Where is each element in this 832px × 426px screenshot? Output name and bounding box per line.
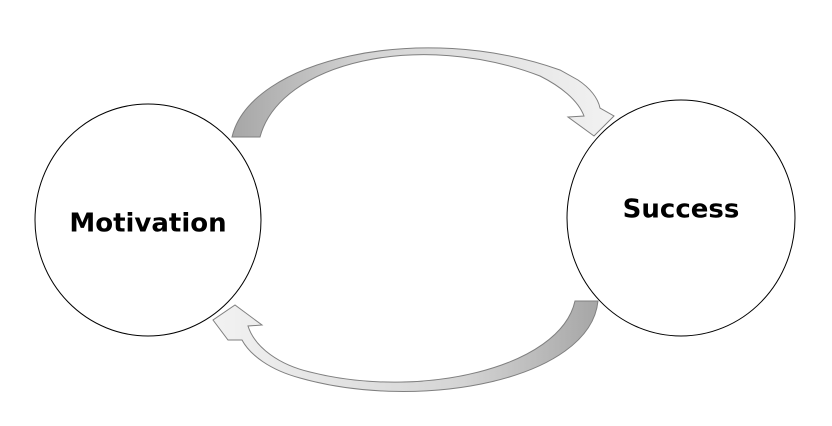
node-success: Success bbox=[566, 99, 796, 337]
success-circle bbox=[566, 99, 796, 337]
arrow-motivation-to-success bbox=[231, 47, 615, 138]
motivation-label: Motivation bbox=[69, 209, 226, 239]
success-label: Success bbox=[623, 195, 740, 225]
arrow-success-to-motivation bbox=[212, 300, 599, 392]
motivation-circle bbox=[34, 103, 262, 337]
node-motivation: Motivation bbox=[34, 103, 262, 337]
